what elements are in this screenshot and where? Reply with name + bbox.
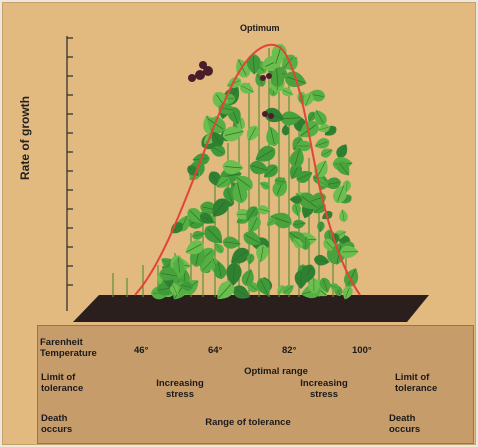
range-of-tolerance-label: Range of tolerance xyxy=(205,417,291,428)
death-occurs-left-label: Death occurs xyxy=(41,413,73,435)
temp-tick-46: 46° xyxy=(134,345,149,356)
optimal-range-label: Optimal range xyxy=(244,366,308,377)
temp-tick-100: 100° xyxy=(352,345,372,356)
temp-tick-64: 64° xyxy=(208,345,223,356)
increasing-stress-left-label: Increasing stress xyxy=(156,378,204,400)
increasing-stress-right-label: Increasing stress xyxy=(300,378,348,400)
plant-growth-illustration xyxy=(112,41,363,305)
x-axis-label-line1: Farenheit xyxy=(40,337,83,348)
soil-tray xyxy=(73,295,429,322)
growth-curve xyxy=(134,43,361,296)
y-axis-label: Rate of growth xyxy=(18,96,32,180)
optimum-label: Optimum xyxy=(240,23,280,33)
berry-cluster xyxy=(188,61,274,119)
limit-of-tolerance-right-label: Limit of tolerance xyxy=(395,372,438,394)
limit-of-tolerance-left-label: Limit of tolerance xyxy=(41,372,84,394)
temperature-panel xyxy=(37,325,474,444)
temp-tick-82: 82° xyxy=(282,345,297,356)
y-axis xyxy=(66,36,73,311)
x-axis-label-line2: Temperature xyxy=(40,348,97,359)
death-occurs-right-label: Death occurs xyxy=(389,413,421,435)
